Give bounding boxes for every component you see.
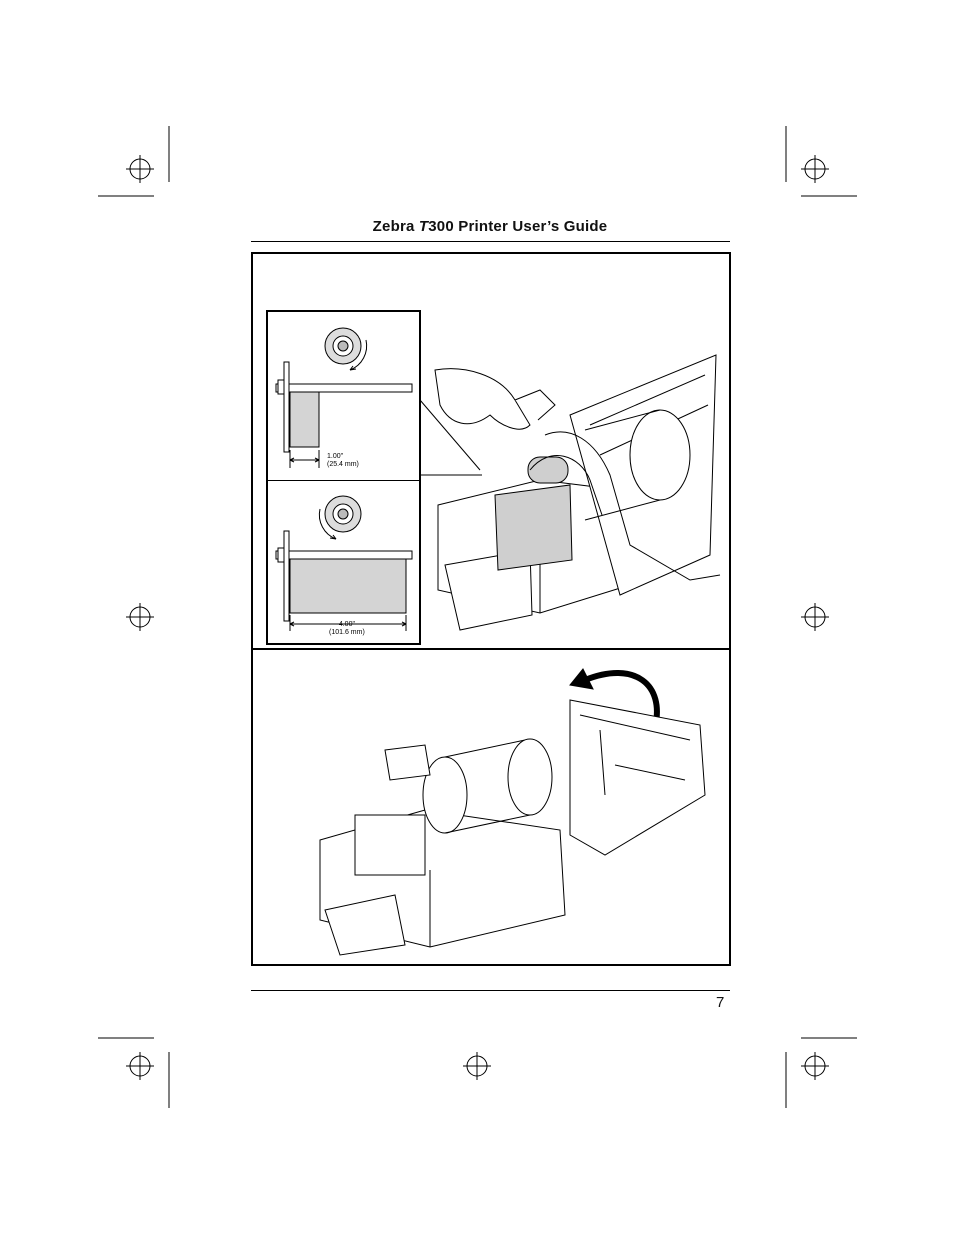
header-title-prefix: Zebra: [372, 218, 419, 235]
page-header-title: Zebra T300 Printer User’s Guide: [250, 218, 730, 235]
footer-rule: [251, 990, 730, 991]
dim-value-narrow: 1.00": [327, 453, 344, 460]
dim-label-narrow: 1.00" (25.4 mm): [327, 453, 359, 469]
ribbon-loading-illustration: [419, 354, 721, 631]
dim-metric-narrow: (25.4 mm): [327, 461, 359, 468]
ribbon-core-narrow-diagram: [275, 327, 413, 468]
dim-label-wide: 4.00" (101.6 mm): [329, 621, 365, 637]
figure-frame-bottom: [251, 648, 731, 966]
inset-divider: [267, 480, 420, 481]
header-title-suffix: 300 Printer User’s Guide: [428, 218, 608, 235]
ribbon-core-wide-diagram: [275, 495, 413, 631]
close-lid-illustration: [319, 668, 706, 956]
header-rule: [251, 241, 730, 242]
dim-value-wide: 4.00": [338, 621, 355, 628]
page-number: 7: [716, 994, 725, 1011]
header-title-model: T: [418, 218, 429, 235]
dim-metric-wide: (101.6 mm): [329, 629, 365, 636]
